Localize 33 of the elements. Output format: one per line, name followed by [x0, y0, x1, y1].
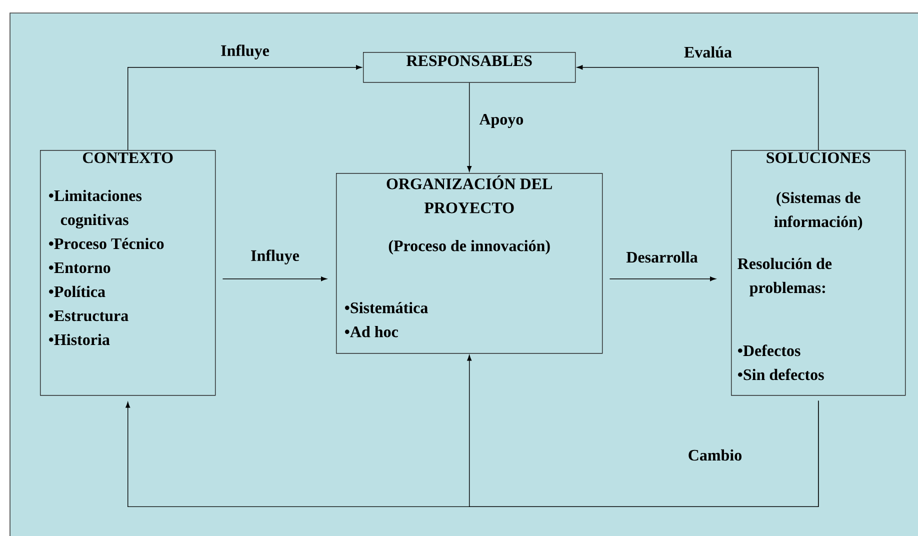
process-box — [336, 173, 603, 354]
edge-label: Evalúa — [684, 46, 732, 58]
box-text: CONTEXTO — [83, 152, 173, 164]
arrow — [467, 354, 819, 508]
solution-box — [731, 150, 906, 396]
edge-label: Apoyo — [479, 114, 524, 128]
context-box — [40, 150, 216, 396]
bullet-item: •Limitaciones cognitivas — [48, 190, 142, 228]
edge-label: Cambio — [688, 449, 742, 461]
arrow — [128, 65, 362, 150]
edge-label: Influye — [251, 250, 300, 264]
box-text: RESPONSABLES — [406, 55, 532, 66]
bullet-item: •Ad hoc — [344, 326, 398, 338]
edge-label: Influye — [221, 44, 270, 60]
label-box — [363, 52, 576, 83]
box-text: (Sistemas de información) — [774, 192, 862, 230]
bullet-item: •Estructura — [48, 310, 128, 322]
bullet-item: •Entorno — [48, 262, 110, 274]
bullet-item: •Sistemática — [344, 302, 428, 314]
bullet-item: •Proceso Técnico — [48, 238, 164, 250]
bullet-item: •Sin defectos — [738, 368, 824, 380]
box-text: (Proceso de innovación) — [388, 240, 550, 254]
bullet-item: •Política — [48, 286, 106, 298]
arrow — [467, 82, 472, 172]
bullet-item: •Defectos — [738, 344, 800, 356]
arrow — [609, 276, 716, 282]
arrow — [222, 276, 327, 282]
bullet-item: •Historia — [48, 334, 110, 346]
box-text: SOLUCIONES — [766, 152, 870, 164]
arrow — [576, 65, 819, 150]
box-text: ORGANIZACIÓN DEL PROYECTO — [386, 175, 552, 214]
bullet-item: Resolución de problemas: — [738, 258, 832, 296]
edge-label: Desarrolla — [626, 251, 698, 263]
